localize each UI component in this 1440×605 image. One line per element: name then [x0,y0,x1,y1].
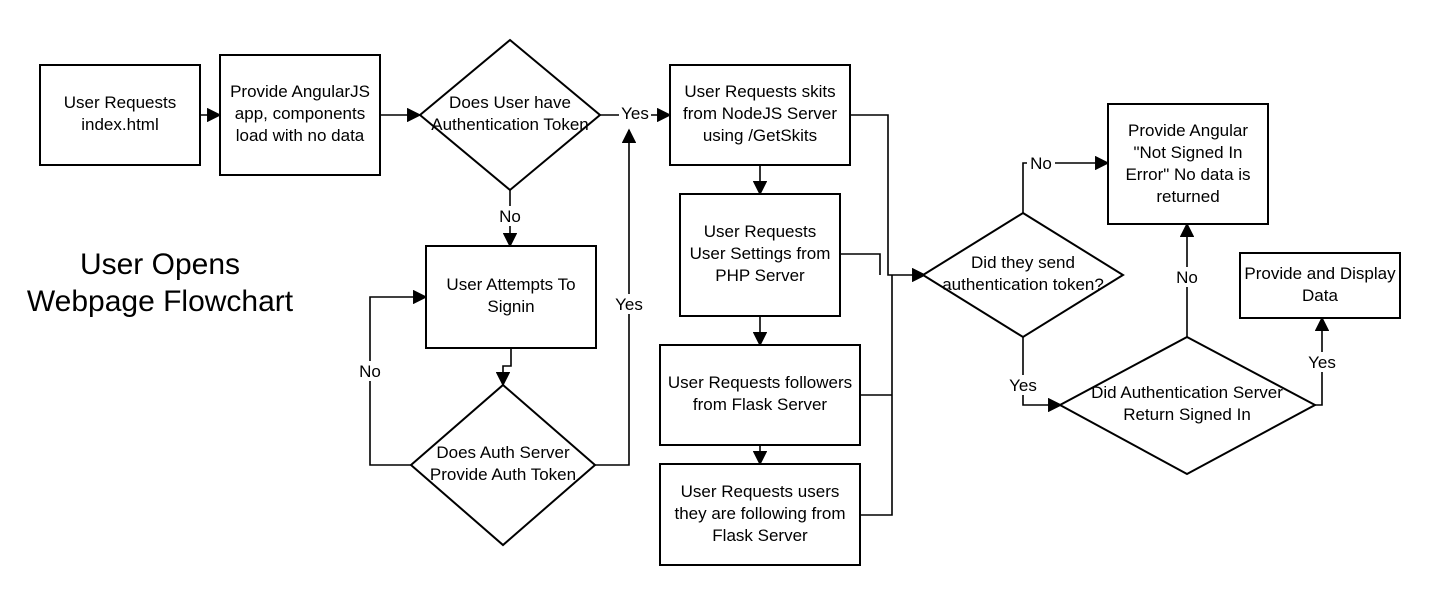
node-not-signed-in-error-line-4: returned [1156,187,1219,206]
node-request-index: User Requests index.html [39,64,201,166]
decision-auth-signed-in: Did Authentication Server Return Signed … [1057,335,1318,476]
decision-has-auth-token: Does User have Authentication Token [418,38,602,192]
title-line-1: User Opens [80,248,240,281]
node-attempt-signin: User Attempts To Signin [425,245,597,349]
edge-signin-to-auth [495,348,512,387]
flowchart-title: User Opens Webpage Flowchart [27,248,294,318]
label-signed-in-no: No [1176,268,1198,287]
label-token-yes: Yes [621,104,649,123]
node-provide-angular-app-line-3: load with no data [236,126,365,145]
decision-auth-signed-in-line-2: Return Signed In [1123,405,1251,424]
decision-auth-server-token-line-2: Provide Auth Token [430,465,576,484]
node-request-followers-line-1: User Requests followers [668,373,852,392]
edge-skits-to-sent-check [850,114,927,283]
label-sent-yes: Yes [1009,376,1037,395]
edge-sent-no [1022,155,1110,213]
node-not-signed-in-error-line-1: Provide Angular [1128,121,1248,140]
decision-auth-server-token: Does Auth Server Provide Auth Token [409,383,597,547]
title-line-2: Webpage Flowchart [27,285,294,318]
node-request-following-line-3: Flask Server [712,526,808,545]
node-request-following: User Requests users they are following f… [659,463,861,566]
node-request-index-line-2: index.html [81,115,158,134]
node-request-skits: User Requests skits from NodeJS Server u… [669,64,851,166]
node-provide-display-data-line-1: Provide and Display [1244,264,1396,283]
decision-has-auth-token-line-1: Does User have [449,93,571,112]
node-request-settings: User Requests User Settings from PHP Ser… [679,193,841,317]
node-request-following-line-2: they are following from [674,504,845,523]
label-token-no: No [499,207,521,226]
node-not-signed-in-error: Provide Angular "Not Signed In Error" No… [1107,103,1269,225]
decision-sent-token: Did they send authentication token? [921,211,1125,339]
node-provide-angular-app-line-1: Provide AngularJS [230,82,370,101]
node-request-following-line-1: User Requests users [681,482,840,501]
node-request-settings-line-2: User Settings from [690,244,831,263]
edge-signin-yes [595,128,637,466]
decision-sent-token-line-1: Did they send [971,253,1075,272]
decision-auth-signed-in-line-1: Did Authentication Server [1091,383,1283,402]
edge-signed-in-yes [1314,316,1330,406]
decision-has-auth-token-line-2: Authentication Token [431,115,589,134]
node-request-settings-line-1: User Requests [704,222,816,241]
node-not-signed-in-error-line-2: "Not Signed In [1133,143,1242,162]
node-provide-display-data-line-2: Data [1302,286,1338,305]
node-request-skits-line-2: from NodeJS Server [683,104,837,123]
decision-sent-token-line-2: authentication token? [942,275,1104,294]
label-signed-in-yes: Yes [1308,353,1336,372]
label-signin-yes: Yes [615,295,643,314]
node-request-followers-line-2: from Flask Server [693,395,827,414]
node-provide-angular-app-line-2: app, components [235,104,365,123]
node-not-signed-in-error-line-3: Error" No data is [1125,165,1250,184]
node-attempt-signin-line-2: Signin [487,297,534,316]
node-request-skits-line-1: User Requests skits [684,82,835,101]
label-sent-no: No [1030,154,1052,173]
node-request-followers: User Requests followers from Flask Serve… [659,344,861,446]
label-signin-no: No [359,362,381,381]
node-provide-angular-app: Provide AngularJS app, components load w… [219,54,381,176]
node-attempt-signin-line-1: User Attempts To [446,275,575,294]
node-request-index-line-1: User Requests [64,93,176,112]
decision-auth-server-token-line-1: Does Auth Server [436,443,570,462]
edge-labels: Yes No No Yes No Yes No Yes [356,103,1339,395]
node-request-skits-line-3: using /GetSkits [703,126,817,145]
edge-sent-yes [1022,337,1063,413]
node-provide-display-data: Provide and Display Data [1239,252,1401,319]
edge-following-to-bus [860,275,893,516]
node-request-settings-line-3: PHP Server [715,266,805,285]
edge-settings-to-sent-check [840,253,881,275]
